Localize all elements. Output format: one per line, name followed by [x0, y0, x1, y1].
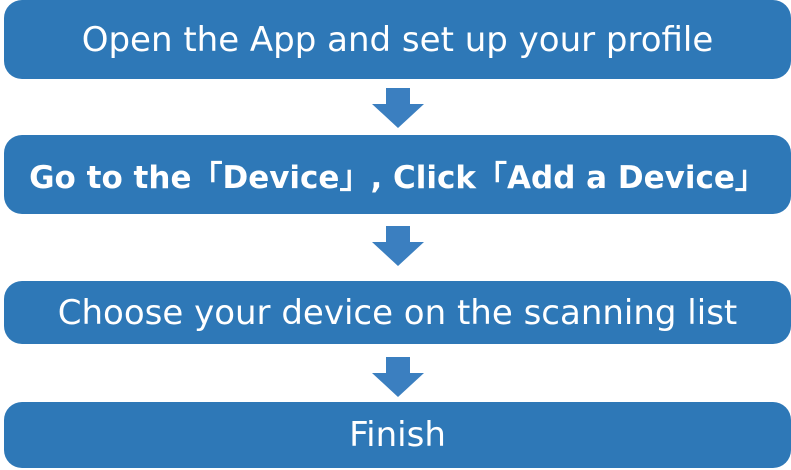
step-1-label: Open the App and set up your profile [81, 19, 714, 60]
down-arrow-icon [372, 226, 424, 266]
step-3-label: Choose your device on the scanning list [57, 292, 738, 333]
down-arrow-icon [372, 88, 424, 128]
step-3-box: Choose your device on the scanning list [4, 281, 791, 344]
down-arrow-icon [372, 357, 424, 397]
step-4-box: Finish [4, 402, 791, 468]
step-1-box: Open the App and set up your profile [4, 0, 791, 79]
step-2-box: Go to the「Device」, Click「Add a Device」 [4, 135, 791, 214]
step-4-label: Finish [349, 415, 446, 455]
step-2-label: Go to the「Device」, Click「Add a Device」 [29, 160, 766, 196]
